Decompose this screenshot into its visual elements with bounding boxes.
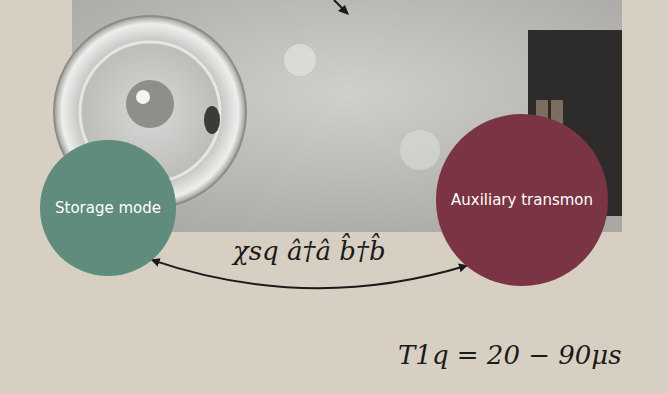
photo-bokeh xyxy=(400,130,440,170)
cavity-post xyxy=(126,80,174,128)
cavity-glint xyxy=(136,90,150,104)
mode-label: Auxiliary transmon xyxy=(443,191,601,210)
photo-bokeh xyxy=(284,44,316,76)
coherence-time: T1q = 20 − 90μs xyxy=(398,340,622,370)
mode-circle: Auxiliary transmon xyxy=(436,114,607,285)
mode-circle: Storage mode xyxy=(40,140,175,275)
pointer-head xyxy=(338,5,349,15)
coupling-term: χsq â†â b̂†b̂ xyxy=(233,236,386,266)
mode-label: Storage mode xyxy=(47,199,169,218)
cavity-pin xyxy=(204,106,220,134)
